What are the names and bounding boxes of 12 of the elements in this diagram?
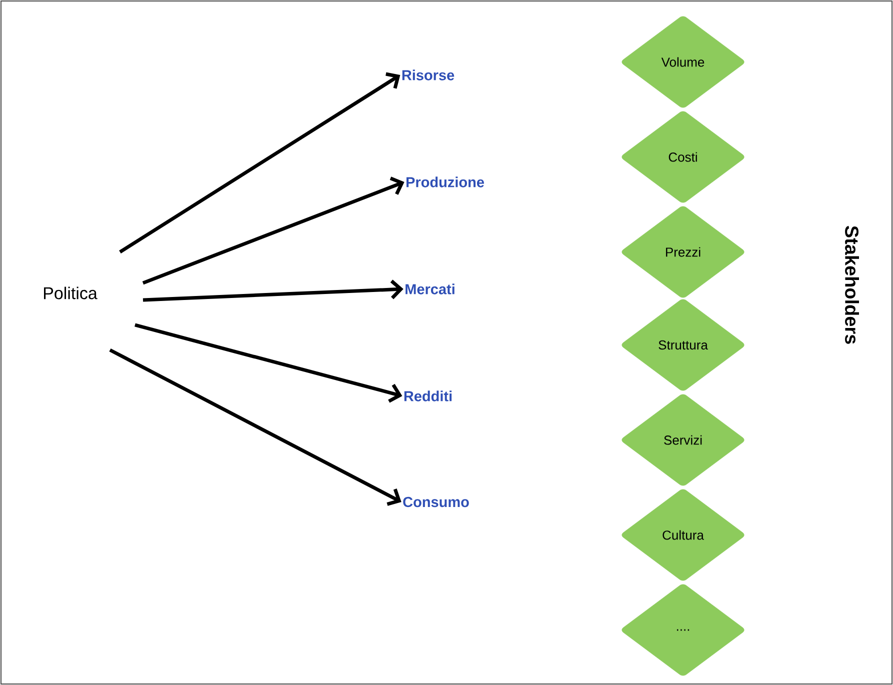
arrow <box>142 280 404 302</box>
node-label: Risorse <box>402 70 454 80</box>
arrow <box>134 323 402 403</box>
node-label: Mercati <box>406 284 454 294</box>
node-label: Politica <box>44 286 98 300</box>
arrow <box>119 72 400 254</box>
node-label: Redditi <box>404 390 452 402</box>
side-title: Stakeholders <box>845 226 859 344</box>
node-label: Consumo <box>403 496 469 508</box>
arrow <box>109 348 402 506</box>
node-label: Produzione <box>406 176 484 188</box>
arrow <box>142 176 404 285</box>
